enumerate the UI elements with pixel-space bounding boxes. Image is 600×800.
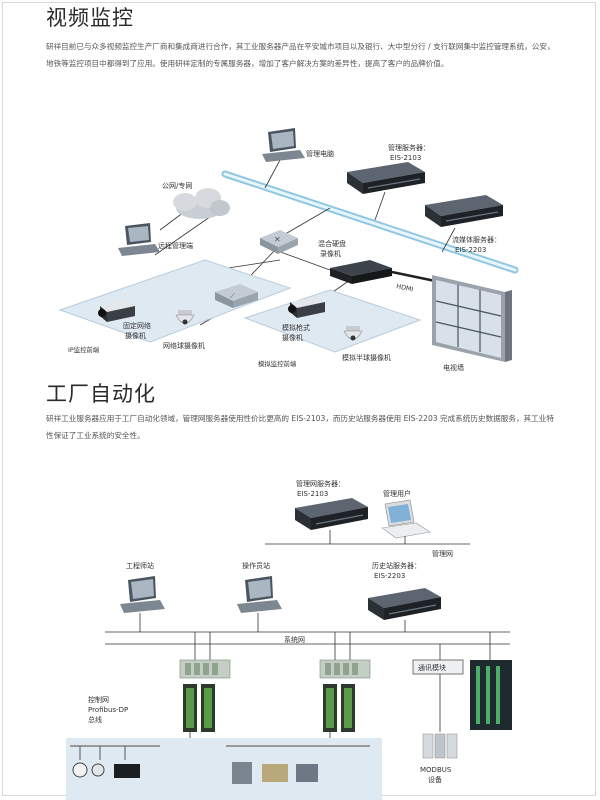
label-tv-wall: 电视墙 [443,363,464,372]
label-ip-front: IP监控前端 [68,345,100,354]
network-switch-icon: ✕ [260,230,298,254]
label-control-net-1: 控制网 [88,695,109,704]
plc-controller-1-icon [179,659,231,732]
history-server-icon [368,588,441,620]
system-net-bus [105,613,510,660]
label-ip-camera-1: 固定网络 [123,321,151,330]
video-encoder-icon: ⟋ [215,284,258,308]
engineer-station-icon [120,576,165,613]
label-stream-server-name: 流媒体服务器： [452,235,501,244]
management-net-server-icon [295,498,368,530]
label-comm-module: 通讯模块 [418,663,446,672]
ip-camera-icon [98,300,135,322]
factory-automation-paragraph: 研祥工业服务器应用于工厂自动化领域，管理网服务器使用性价比更高的 EIS-210… [46,414,554,440]
analog-dome-camera-icon [343,326,363,341]
label-modbus-1: MODBUS [420,766,452,774]
video-surveillance-paragraph: 研祥目前已与众多视频监控生产厂商和集成商进行合作，其工业服务器产品在平安城市项目… [46,42,555,68]
network-backbone [221,170,519,274]
label-management-net-server-model: EIS-2103 [297,490,328,498]
label-ip-dome: 网络球摄像机 [163,341,205,350]
label-management-server-name: 管理服务器： [388,143,430,152]
modbus-device-icon [422,733,458,759]
svg-text:✕: ✕ [274,235,281,244]
section-title-video-surveillance: 视频监控 [46,6,134,30]
analog-front-platform [243,289,422,353]
label-management-server-model: EIS-2103 [390,154,421,162]
analog-camera-icon [288,296,325,318]
svg-text:⟋: ⟋ [230,292,235,300]
management-pc-icon [262,128,305,162]
label-analog-dome: 模拟半球摄像机 [342,353,391,362]
tv-wall-icon [432,275,512,362]
label-stream-server-model: EIS-2203 [455,246,486,254]
plc-controller-2-icon [319,659,371,732]
label-history-server-model: EIS-2203 [374,572,405,580]
label-analog-camera-2: 摄像机 [282,333,303,342]
label-history-server-name: 历史站服务器： [372,561,421,570]
label-operator-station: 操作员站 [242,561,270,570]
label-public-net: 公网/专网 [162,181,192,190]
comm-module-icon [412,659,464,675]
label-ip-camera-2: 摄像机 [125,331,146,340]
section-title-factory-automation: 工厂自动化 [46,382,156,406]
field-devices-panel-2 [222,738,382,800]
management-server-icon [347,162,425,194]
video-surveillance-diagram: 公网/专网 管理电脑 管理服务器： EIS-2103 流媒体服务器： EIS-2… [58,128,519,372]
label-hdmi: HDMI [396,282,415,293]
field-devices-panel-1 [66,738,222,800]
label-control-net-3: 总线 [88,715,102,724]
label-engineer-station: 工程师站 [126,561,154,570]
hybrid-recorder-icon [330,260,392,284]
label-control-net-2: Profibus-DP [88,706,128,714]
control-cabinet-icon [470,660,512,730]
ip-dome-camera-icon [175,310,195,325]
label-management-net: 管理网 [432,549,453,558]
factory-automation-diagram: 管理网 管理网服务器： EIS-2103 管理用户 工程师站 操作员站 历史站服… [66,479,512,800]
label-analog-camera-1: 模拟枪式 [282,323,310,332]
label-remote-terminal: 远程管理端 [158,241,193,250]
management-user-laptop-icon [381,499,431,539]
label-modbus-2: 设备 [428,775,442,784]
label-analog-front: 模拟监控前端 [258,359,297,368]
operator-station-icon [237,576,282,613]
label-management-user: 管理用户 [383,489,411,498]
stream-server-icon [425,195,503,227]
ip-front-platform [58,259,292,343]
label-management-pc: 管理电脑 [306,149,334,158]
cloud-icon [173,188,230,219]
remote-terminal-icon [118,223,160,256]
label-hybrid-recorder-2: 录像机 [320,249,341,258]
label-system-net: 系统网 [284,635,305,644]
label-management-net-server-name: 管理网服务器： [296,479,345,488]
label-hybrid-recorder-1: 混合硬盘 [318,239,346,248]
